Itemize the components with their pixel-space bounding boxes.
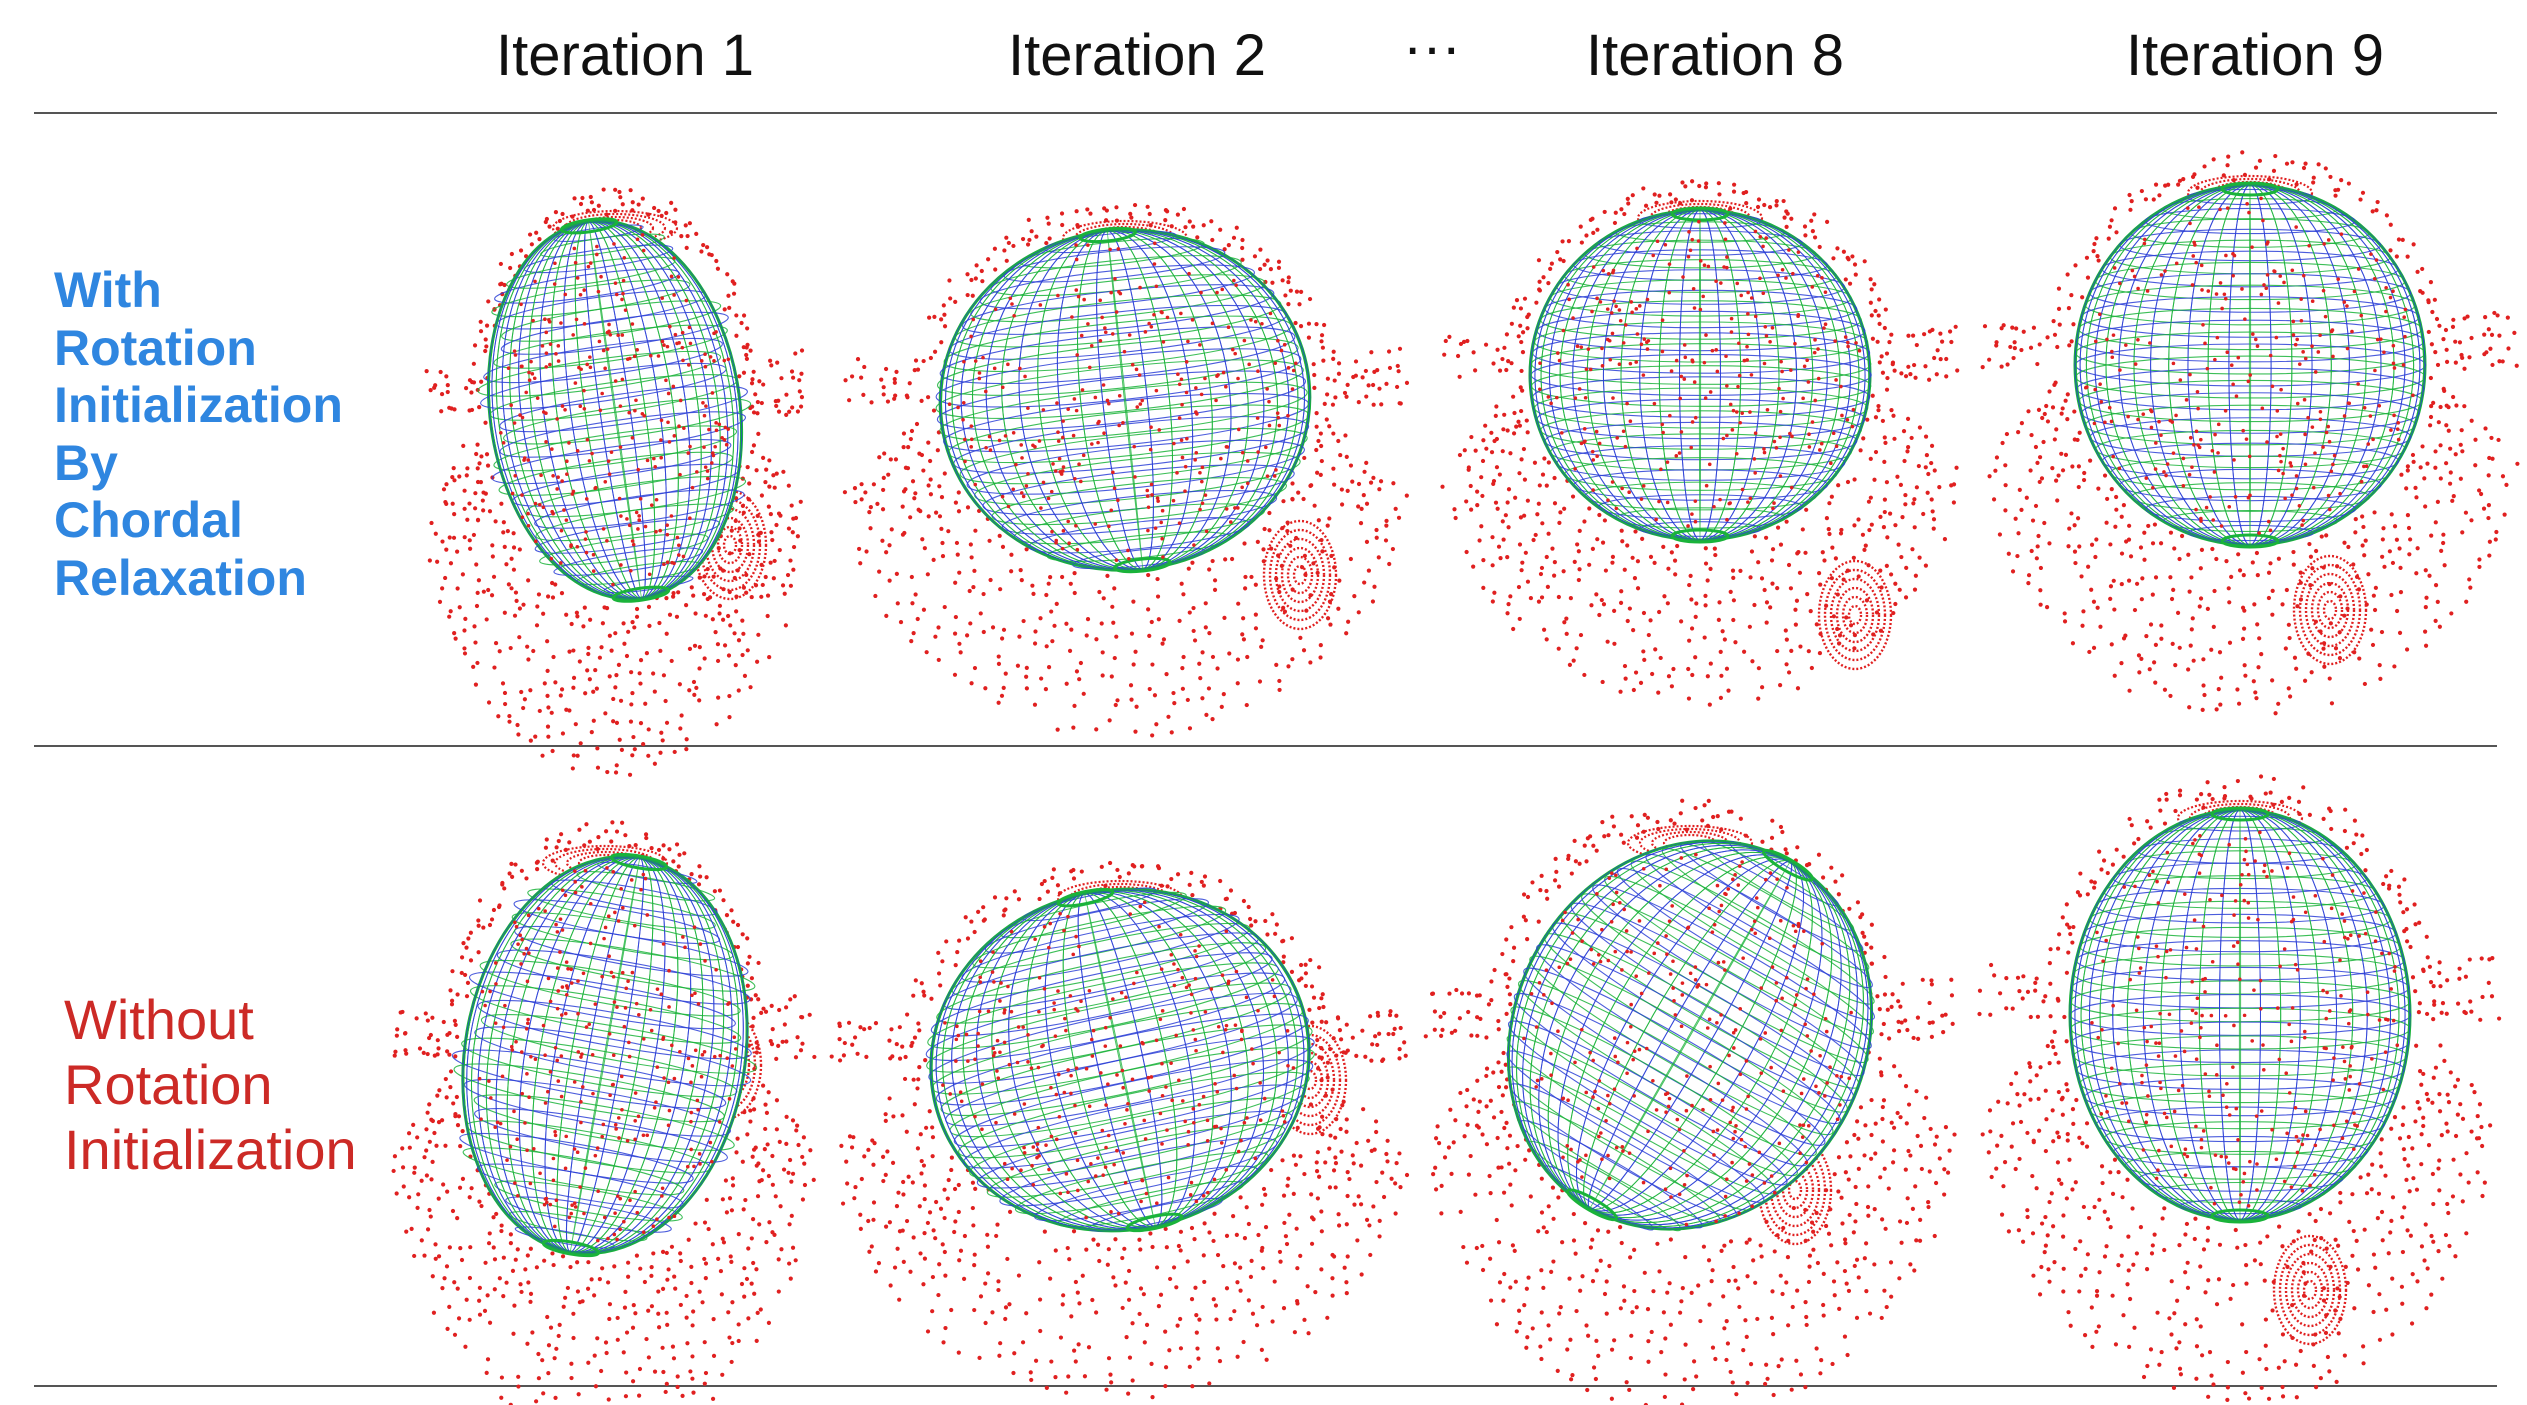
point-cloud bbox=[1423, 798, 1957, 1405]
point-cloud bbox=[1440, 179, 1960, 707]
column-ellipsis: ··· bbox=[1403, 15, 1461, 80]
mesh-render bbox=[842, 202, 1410, 738]
point-cloud bbox=[829, 860, 1410, 1400]
mesh-sphere bbox=[2073, 181, 2427, 549]
surface-points bbox=[1522, 852, 1853, 1227]
mesh-render bbox=[1977, 774, 2502, 1402]
surface-points bbox=[1538, 219, 1862, 528]
panel-without-iter-8 bbox=[1423, 798, 1957, 1405]
surface-points bbox=[947, 241, 1298, 562]
point-cloud bbox=[424, 187, 805, 777]
panel-with-iter-1 bbox=[380, 175, 860, 777]
column-header-iteration-9: Iteration 9 bbox=[2126, 23, 2384, 88]
surface-points bbox=[477, 866, 738, 1243]
surface-points bbox=[2090, 830, 2400, 1208]
panel-with-iter-9 bbox=[1980, 150, 2520, 716]
rule-bottom bbox=[34, 1385, 2497, 1387]
row-label-with-rotation-init: With Rotation Initialization By Chordal … bbox=[54, 262, 343, 606]
mesh-render bbox=[1440, 179, 1960, 707]
mesh-render bbox=[424, 187, 805, 777]
panel-without-iter-9 bbox=[1977, 774, 2502, 1402]
surface-points bbox=[499, 233, 731, 587]
mesh-sphere bbox=[1528, 206, 1872, 544]
mesh-sphere bbox=[2068, 806, 2412, 1224]
mesh-render bbox=[391, 820, 817, 1405]
mesh-sphere bbox=[1506, 839, 1875, 1232]
surface-points bbox=[941, 900, 1296, 1220]
panel-without-iter-2 bbox=[829, 800, 1410, 1400]
surface-points bbox=[2083, 196, 2415, 535]
mesh-sphere bbox=[935, 226, 1312, 574]
mesh-render bbox=[829, 860, 1410, 1400]
panel-without-iter-1 bbox=[380, 800, 860, 1405]
panel-with-iter-2 bbox=[842, 175, 1410, 738]
mesh-sphere bbox=[925, 887, 1315, 1233]
column-header-iteration-2: Iteration 2 bbox=[1008, 23, 1266, 88]
mesh-render bbox=[1423, 798, 1957, 1405]
column-header-iteration-1: Iteration 1 bbox=[496, 23, 754, 88]
row-label-without-rotation-init: Without Rotation Initialization bbox=[64, 988, 357, 1181]
mesh-sphere bbox=[477, 217, 752, 603]
rule-middle bbox=[34, 745, 2497, 747]
mesh-render bbox=[1980, 150, 2520, 716]
mesh-sphere bbox=[451, 852, 758, 1258]
panel-with-iter-8 bbox=[1440, 175, 1960, 735]
column-header-iteration-8: Iteration 8 bbox=[1586, 23, 1844, 88]
rule-top bbox=[34, 112, 2497, 114]
point-cloud bbox=[842, 202, 1410, 738]
